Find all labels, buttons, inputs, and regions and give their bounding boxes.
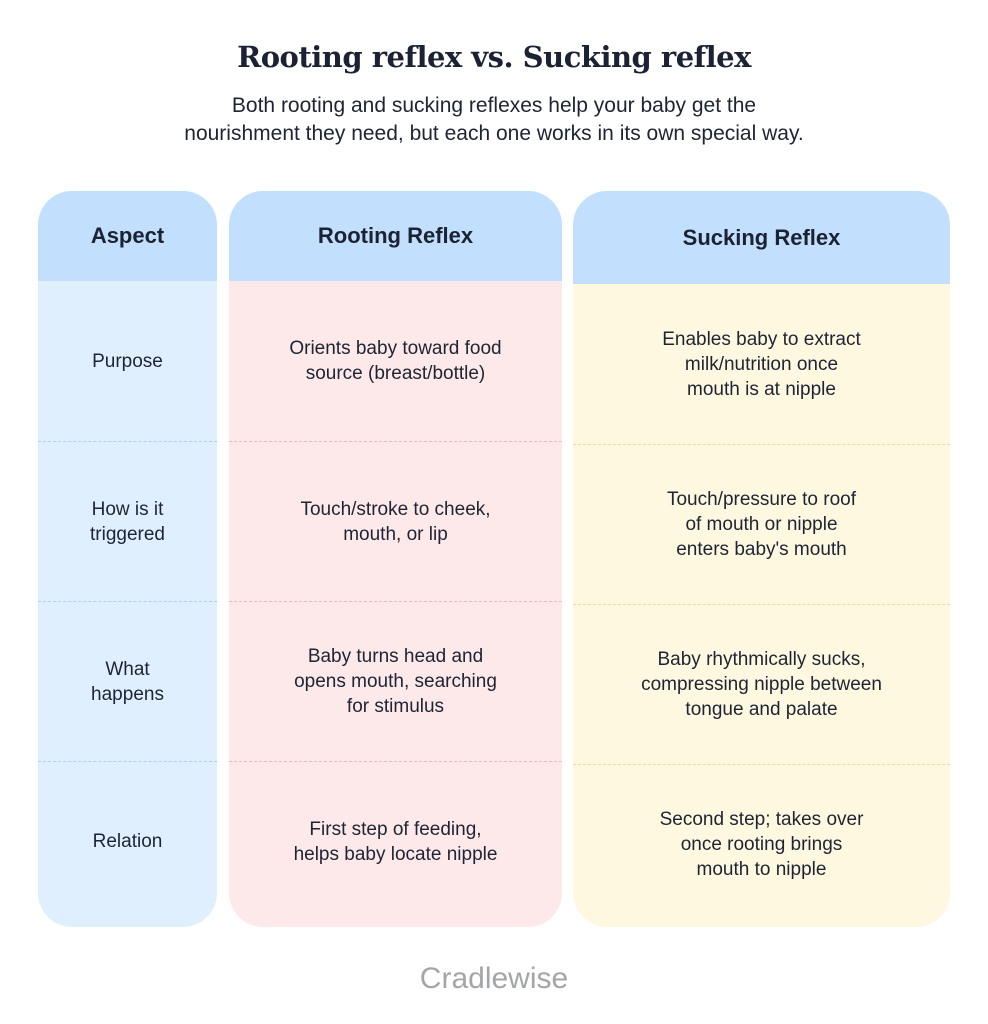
page-subtitle: Both rooting and sucking reflexes help y… [184, 94, 804, 145]
table-cell: Orients baby toward food source (breast/… [289, 338, 502, 384]
table-cell: Touch/pressure to roof of mouth or nippl… [573, 444, 950, 604]
sucking-column: Sucking Reflex Enables baby to extract m… [573, 191, 950, 927]
column-header: Rooting Reflex [229, 191, 562, 281]
table-cell: Purpose [92, 350, 163, 372]
column-header: Aspect [38, 191, 217, 281]
brand-logo: Cradlewise [419, 962, 569, 995]
aspect-column: Aspect Purpose How is it triggered What … [38, 191, 217, 927]
column-header: Sucking Reflex [573, 191, 950, 284]
table-cell: Enables baby to extract milk/nutrition o… [662, 328, 861, 400]
table-cell: What happens [38, 601, 217, 761]
table-cell: Touch/stroke to cheek, mouth, or lip [229, 441, 562, 601]
table-cell: Relation [38, 761, 217, 921]
table-cell: How is it triggered [38, 441, 217, 601]
rooting-column: Rooting Reflex Orients baby toward food … [229, 191, 562, 927]
page-title: Rooting reflex vs. Sucking reflex [237, 40, 751, 74]
table-cell: Baby turns head and opens mouth, searchi… [229, 601, 562, 761]
table-cell: Second step; takes over once rooting bri… [573, 764, 950, 924]
table-cell: First step of feeding, helps baby locate… [229, 761, 562, 921]
table-cell: Baby rhythmically sucks, compressing nip… [573, 604, 950, 764]
